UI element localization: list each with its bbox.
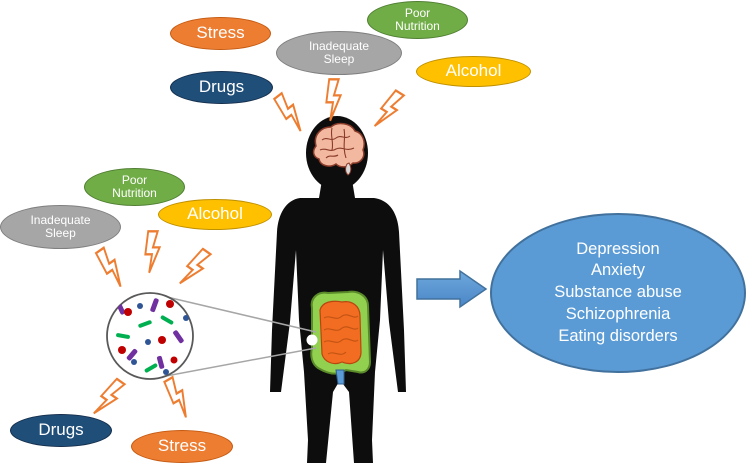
right-arrow-icon (416, 269, 488, 309)
lightning-bolt-icon (94, 246, 122, 287)
brain-icon (312, 122, 365, 176)
gut-factor-stress: Stress (131, 430, 233, 463)
lightning-bolt-icon (272, 91, 302, 132)
gut-factor-alcohol-label: Alcohol (187, 204, 243, 224)
brain-factor-drugs-label: Drugs (198, 77, 245, 97)
brain-factor-stress-label: Stress (196, 23, 245, 43)
zoom-line-top (149, 292, 317, 333)
brain-factor-drugs: Drugs (170, 71, 273, 104)
brain-factor-alcohol: Alcohol (416, 56, 531, 87)
outcome-item: Schizophrenia (565, 304, 671, 323)
gut-factor-nutrition-label: Poor Nutrition (112, 172, 157, 200)
brain-factor-nutrition-label: Poor Nutrition (395, 5, 440, 33)
lightning-bolt-icon (179, 247, 213, 285)
human-silhouette (270, 116, 406, 463)
gut-factor-nutrition: Poor Nutrition (84, 168, 185, 206)
lightning-bolts (93, 78, 406, 418)
brain-factor-stress: Stress (170, 17, 271, 50)
gut-factor-sleep-label: Inadequate Sleep (30, 212, 91, 240)
gut-factor-drugs-label: Drugs (38, 420, 84, 440)
gut-factor-sleep: Inadequate Sleep (0, 205, 121, 249)
lightning-bolt-icon (144, 230, 162, 274)
intestine-icon (310, 290, 372, 385)
brain-factor-sleep: Inadequate Sleep (276, 31, 402, 75)
microbiome-circle (106, 292, 194, 380)
brain-factor-alcohol-label: Alcohol (445, 61, 502, 81)
lightning-bolt-icon (373, 89, 406, 127)
brain-factor-sleep-label: Inadequate Sleep (308, 38, 370, 66)
outcome-item: Substance abuse (554, 283, 682, 302)
outcome-item: Eating disorders (558, 326, 678, 345)
gut-factor-alcohol: Alcohol (158, 199, 272, 230)
zoom-point (306, 334, 318, 346)
lightning-bolt-icon (93, 377, 127, 415)
lightning-bolt-icon (325, 78, 343, 122)
gut-factor-stress-label: Stress (157, 436, 207, 456)
gut-factor-drugs: Drugs (10, 414, 112, 447)
lightning-bolt-icon (163, 375, 187, 418)
brain-factor-nutrition: Poor Nutrition (367, 1, 468, 39)
zoom-line-bottom (149, 347, 317, 380)
outcome-item: Depression (576, 239, 660, 258)
outcome-item: Anxiety (590, 261, 646, 280)
